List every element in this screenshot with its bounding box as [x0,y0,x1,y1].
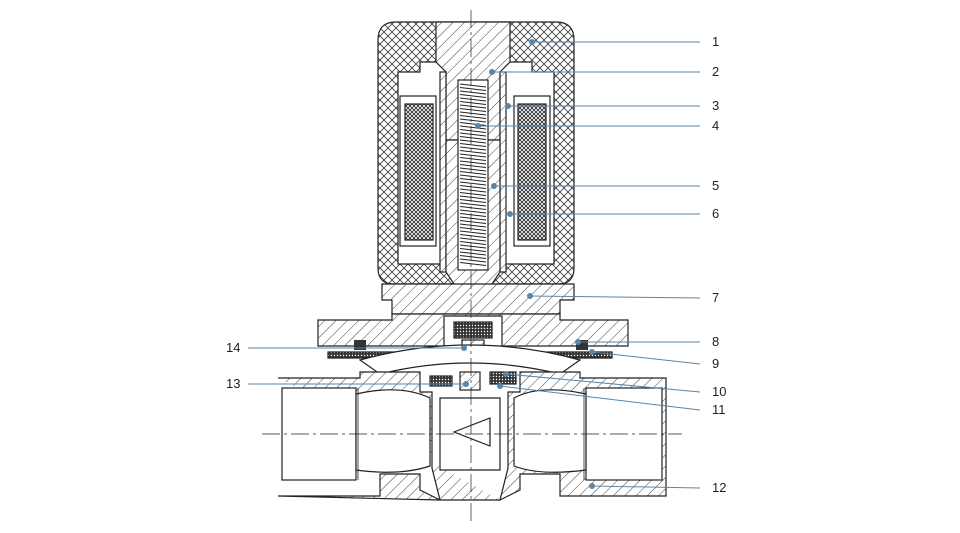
spring-coil [459,195,487,203]
callout-number-14: 14 [226,340,240,355]
spring-coil [459,132,487,140]
callout-dot-9 [589,349,595,355]
callout-number-13: 13 [226,376,240,391]
callout-leader-11 [499,385,701,411]
seat-seal-right [489,371,517,385]
spring-coil [459,167,487,175]
spring-coil [459,104,487,112]
spring-coil [459,251,487,259]
spring [459,83,487,266]
spring-coil [459,111,487,119]
spring-coil [459,230,487,238]
spring-coil [459,125,487,133]
callout-number-11: 11 [712,402,726,417]
spring-coil [459,223,487,231]
callout-number-1: 1 [712,34,719,49]
spring-coil [459,202,487,210]
spring-coil [459,160,487,168]
valve-body [277,371,667,501]
o-ring-right [576,340,588,350]
spring-coil [459,244,487,252]
coil-windings-right [513,95,551,247]
callout-dot-2 [489,69,495,75]
callout-number-8: 8 [712,334,719,349]
spring-coil [459,97,487,105]
callout-leader-12 [591,485,701,489]
callout-dot-12 [589,483,595,489]
callout-number-7: 7 [712,290,719,305]
callout-dot-4 [475,123,481,129]
spring-coil [459,90,487,98]
spring-coil [459,258,487,266]
spring-coil [459,146,487,154]
spring-coil [459,216,487,224]
callout-leader-7 [529,295,701,299]
callout-number-2: 2 [712,64,719,79]
diaphragm [327,344,613,375]
spring-coil [459,188,487,196]
callout-dot-1 [529,39,535,45]
callout-number-5: 5 [712,178,719,193]
spring-coil [459,118,487,126]
o-ring-left [354,340,366,350]
spring-coil [459,237,487,245]
callout-number-4: 4 [712,118,719,133]
callout-dot-6 [507,211,513,217]
spring-coil [459,83,487,91]
callout-leader-9 [591,351,701,365]
callout-dot-14 [461,345,467,351]
callout-number-12: 12 [712,480,726,495]
callout-number-6: 6 [712,206,719,221]
callout-dot-7 [527,293,533,299]
spring-coil [459,139,487,147]
callout-dot-10 [503,371,509,377]
callout-dot-3 [505,103,511,109]
callout-dot-13 [463,381,469,387]
callout-number-3: 3 [712,98,719,113]
callout-dot-11 [497,383,503,389]
spring-coil [459,209,487,217]
spring-coil [459,153,487,161]
callout-dot-8 [575,339,581,345]
callout-number-9: 9 [712,356,719,371]
coil-windings-left [399,95,437,247]
spring-coil [459,174,487,182]
seat-centre [459,371,481,391]
callout-dot-5 [491,183,497,189]
callout-leader-10 [505,373,701,393]
seat-seal-left [429,375,453,387]
callout-number-10: 10 [712,384,726,399]
spring-coil [459,181,487,189]
